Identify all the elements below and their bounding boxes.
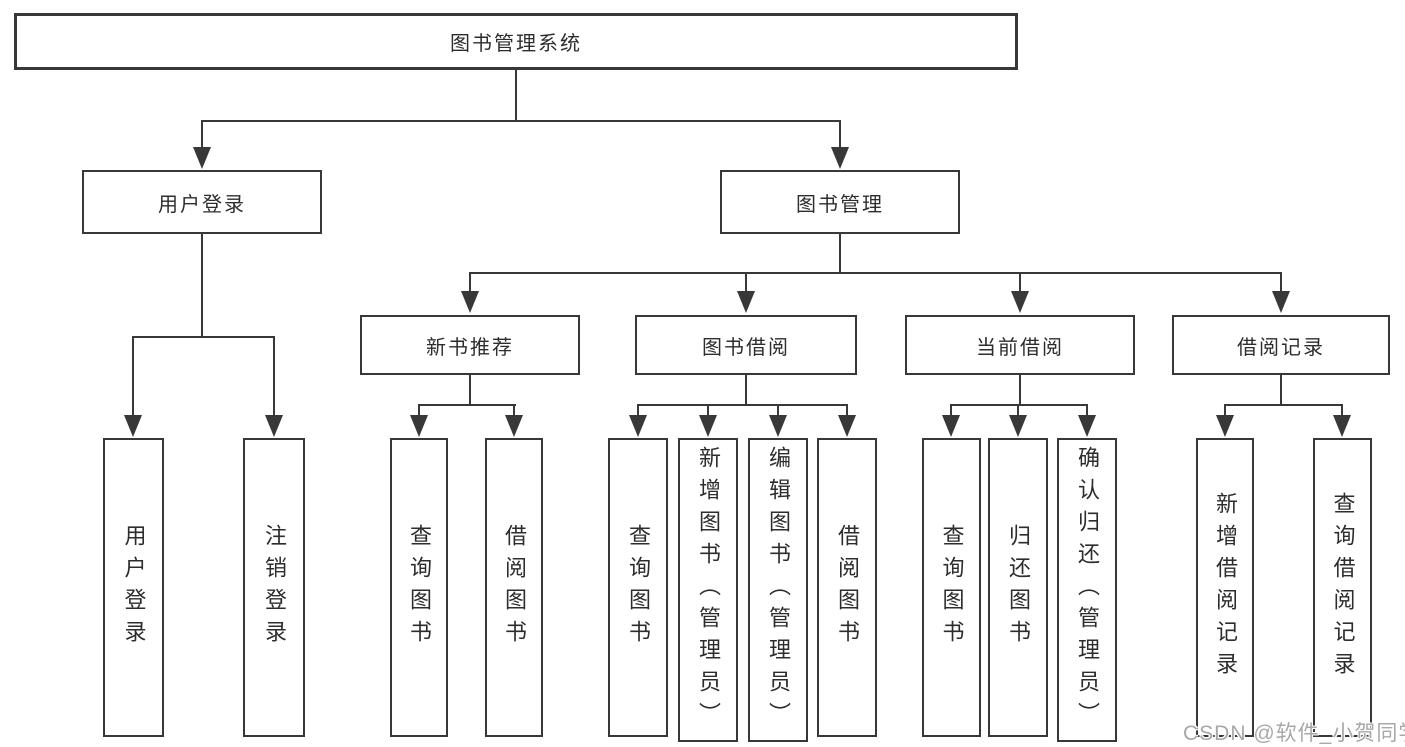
connector-vline bbox=[201, 234, 203, 338]
leaf-label: 确认归还（管理员） bbox=[1075, 446, 1100, 734]
leaf-label: 注销登录 bbox=[262, 523, 287, 652]
connector-vline bbox=[745, 375, 747, 406]
leaf-borrow-query-books: 查询图书 bbox=[608, 438, 668, 737]
node-user-login: 用户登录 bbox=[82, 170, 322, 234]
arrow-down-icon bbox=[1009, 415, 1027, 437]
leaf-label: 查询图书 bbox=[407, 523, 432, 652]
arrow-down-icon bbox=[1011, 291, 1029, 313]
node-label: 图书借阅 bbox=[702, 336, 790, 359]
csdn-watermark: CSDN @软件_小贺同学 bbox=[1183, 722, 1405, 745]
connector-vline bbox=[513, 404, 515, 417]
arrow-down-icon bbox=[699, 415, 717, 437]
leaf-records-query-record: 查询借阅记录 bbox=[1313, 438, 1372, 737]
connector-vline bbox=[839, 234, 841, 274]
arrow-down-icon bbox=[831, 147, 849, 169]
arrow-down-icon bbox=[1078, 415, 1096, 437]
node-label: 借阅记录 bbox=[1237, 336, 1325, 359]
node-label: 图书管理系统 bbox=[450, 33, 582, 55]
leaf-borrow-edit-books: 编辑图书（管理员） bbox=[748, 438, 808, 742]
leaf-label: 查询图书 bbox=[939, 523, 965, 652]
leaf-user-login: 用户登录 bbox=[103, 438, 164, 737]
node-label: 图书管理 bbox=[796, 193, 884, 216]
node-new-book-recommend: 新书推荐 bbox=[360, 315, 580, 375]
connector-vline bbox=[418, 404, 420, 417]
connector-vline bbox=[1224, 404, 1226, 417]
node-label: 新书推荐 bbox=[426, 336, 514, 359]
connector-vline bbox=[846, 404, 848, 417]
arrow-down-icon bbox=[193, 147, 211, 169]
leaf-current-confirm-return: 确认归还（管理员） bbox=[1057, 438, 1117, 742]
connector-vline bbox=[777, 404, 779, 417]
connector-vline bbox=[1017, 404, 1019, 417]
arrow-down-icon bbox=[505, 415, 523, 437]
connector-vline bbox=[1341, 404, 1343, 417]
leaf-records-add-record: 新增借阅记录 bbox=[1196, 438, 1254, 737]
connector-vline bbox=[637, 404, 639, 417]
arrow-down-icon bbox=[769, 415, 787, 437]
connector-hline bbox=[132, 336, 275, 338]
node-current-borrow: 当前借阅 bbox=[905, 315, 1135, 375]
connector-vline bbox=[1280, 272, 1282, 294]
connector-hline bbox=[950, 404, 1088, 406]
connector-vline bbox=[1086, 404, 1088, 417]
arrow-down-icon bbox=[265, 415, 283, 437]
arrow-down-icon bbox=[410, 415, 428, 437]
connector-hline bbox=[1224, 404, 1343, 406]
leaf-label: 借阅图书 bbox=[835, 523, 860, 652]
node-root: 图书管理系统 bbox=[14, 13, 1018, 70]
leaf-recommend-borrow-books: 借阅图书 bbox=[485, 438, 543, 737]
leaf-recommend-query-books: 查询图书 bbox=[390, 438, 448, 737]
leaf-label: 查询图书 bbox=[626, 523, 651, 652]
connector-vline bbox=[950, 404, 952, 417]
arrow-down-icon bbox=[1216, 415, 1234, 437]
leaf-label: 新增借阅记录 bbox=[1213, 491, 1238, 684]
node-label: 当前借阅 bbox=[976, 336, 1064, 359]
arrow-down-icon bbox=[629, 415, 647, 437]
connector-hline bbox=[418, 404, 516, 406]
leaf-logout: 注销登录 bbox=[243, 438, 305, 737]
connector-hline bbox=[469, 272, 1282, 274]
leaf-borrow-add-books: 新增图书（管理员） bbox=[678, 438, 738, 742]
leaf-label: 编辑图书（管理员） bbox=[766, 446, 791, 734]
connector-vline bbox=[515, 70, 517, 122]
connector-vline bbox=[469, 272, 471, 294]
node-borrow-records: 借阅记录 bbox=[1172, 315, 1390, 375]
connector-vline bbox=[469, 375, 471, 406]
leaf-current-query-books: 查询图书 bbox=[922, 438, 981, 737]
leaf-label: 借阅图书 bbox=[502, 523, 527, 652]
node-label: 用户登录 bbox=[158, 193, 246, 216]
connector-vline bbox=[201, 120, 203, 150]
node-book-management: 图书管理 bbox=[720, 170, 960, 234]
connector-vline bbox=[1019, 375, 1021, 406]
arrow-down-icon bbox=[461, 291, 479, 313]
node-book-borrow: 图书借阅 bbox=[635, 315, 857, 375]
leaf-label: 新增图书（管理员） bbox=[696, 446, 721, 734]
connector-hline bbox=[201, 120, 841, 122]
arrow-down-icon bbox=[124, 415, 142, 437]
leaf-current-return-books: 归还图书 bbox=[988, 438, 1048, 737]
connector-vline bbox=[839, 120, 841, 150]
leaf-borrow-borrow-books: 借阅图书 bbox=[817, 438, 877, 737]
arrow-down-icon bbox=[1333, 415, 1351, 437]
arrow-down-icon bbox=[1272, 291, 1290, 313]
arrow-down-icon bbox=[838, 415, 856, 437]
leaf-label: 查询借阅记录 bbox=[1330, 491, 1356, 684]
connector-vline bbox=[1019, 272, 1021, 294]
arrow-down-icon bbox=[942, 415, 960, 437]
connector-hline bbox=[637, 404, 848, 406]
connector-vline bbox=[132, 336, 134, 418]
arrow-down-icon bbox=[737, 291, 755, 313]
leaf-label: 用户登录 bbox=[121, 523, 147, 652]
connector-vline bbox=[1280, 375, 1282, 406]
leaf-label: 归还图书 bbox=[1006, 523, 1031, 652]
connector-vline bbox=[273, 336, 275, 418]
connector-vline bbox=[745, 272, 747, 294]
connector-vline bbox=[707, 404, 709, 417]
